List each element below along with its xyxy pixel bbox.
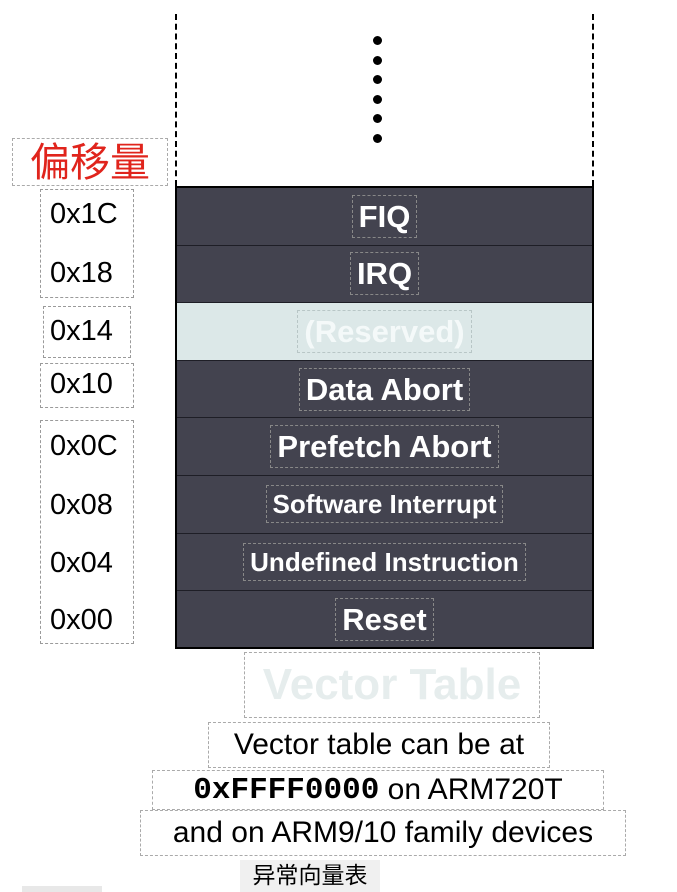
offset-label: 0x08	[50, 489, 113, 521]
offset-label: 0x10	[50, 368, 113, 400]
vector-entry-label: Prefetch Abort	[270, 425, 499, 469]
vector-entry-prefetch-abort: Prefetch Abort	[177, 418, 592, 476]
vector-table: FIQ IRQ (Reserved) Data Abort Prefetch A…	[175, 186, 594, 649]
figure-caption: 异常向量表	[240, 860, 380, 892]
vector-entry-data-abort: Data Abort	[177, 361, 592, 419]
note-line-3: and on ARM9/10 family devices	[140, 810, 626, 856]
offset-label: 0x00	[50, 604, 113, 636]
offset-label: 0x18	[50, 257, 113, 289]
offset-group-box-top	[40, 189, 134, 298]
offset-title: 偏移量	[12, 138, 168, 186]
offset-label: 0x14	[50, 315, 113, 347]
vector-entry-reset: Reset	[177, 591, 592, 649]
note-line-3-text: and on ARM9/10 family devices	[172, 816, 594, 849]
vector-entry-label: Reset	[335, 598, 434, 642]
offset-group-box-bottom	[40, 420, 134, 644]
right-continuation-line	[592, 14, 594, 186]
offset-label: 0x04	[50, 547, 113, 579]
note-line-1-text: Vector table can be at	[233, 728, 525, 761]
left-continuation-line	[175, 14, 177, 186]
vector-entry-irq: IRQ	[177, 246, 592, 304]
note-line-2-suffix: on ARM720T	[379, 773, 563, 806]
faint-artifact	[22, 886, 102, 892]
note-line-2: 0xFFFF0000 on ARM720T	[152, 770, 604, 810]
vector-entry-label: Undefined Instruction	[243, 542, 526, 581]
vector-entry-label: (Reserved)	[297, 309, 472, 353]
offset-label: 0x1C	[50, 198, 118, 230]
offset-label: 0x0C	[50, 430, 118, 462]
vector-entry-reserved: (Reserved)	[177, 303, 592, 361]
note-address: 0xFFFF0000	[193, 772, 380, 808]
vector-table-caption: Vector Table	[244, 652, 540, 718]
vector-entry-undefined-instruction: Undefined Instruction	[177, 534, 592, 592]
vector-entry-label: FIQ	[351, 194, 418, 238]
note-line-1: Vector table can be at	[208, 722, 550, 768]
vector-entry-label: Software Interrupt	[265, 485, 504, 524]
vector-entry-label: Data Abort	[298, 367, 471, 411]
vector-entry-software-interrupt: Software Interrupt	[177, 476, 592, 534]
vector-entry-label: IRQ	[349, 252, 420, 296]
offset-box-0x14	[43, 306, 131, 358]
vector-entry-fiq: FIQ	[177, 188, 592, 246]
offset-box-0x10	[40, 363, 134, 408]
continuation-dots	[369, 36, 385, 153]
